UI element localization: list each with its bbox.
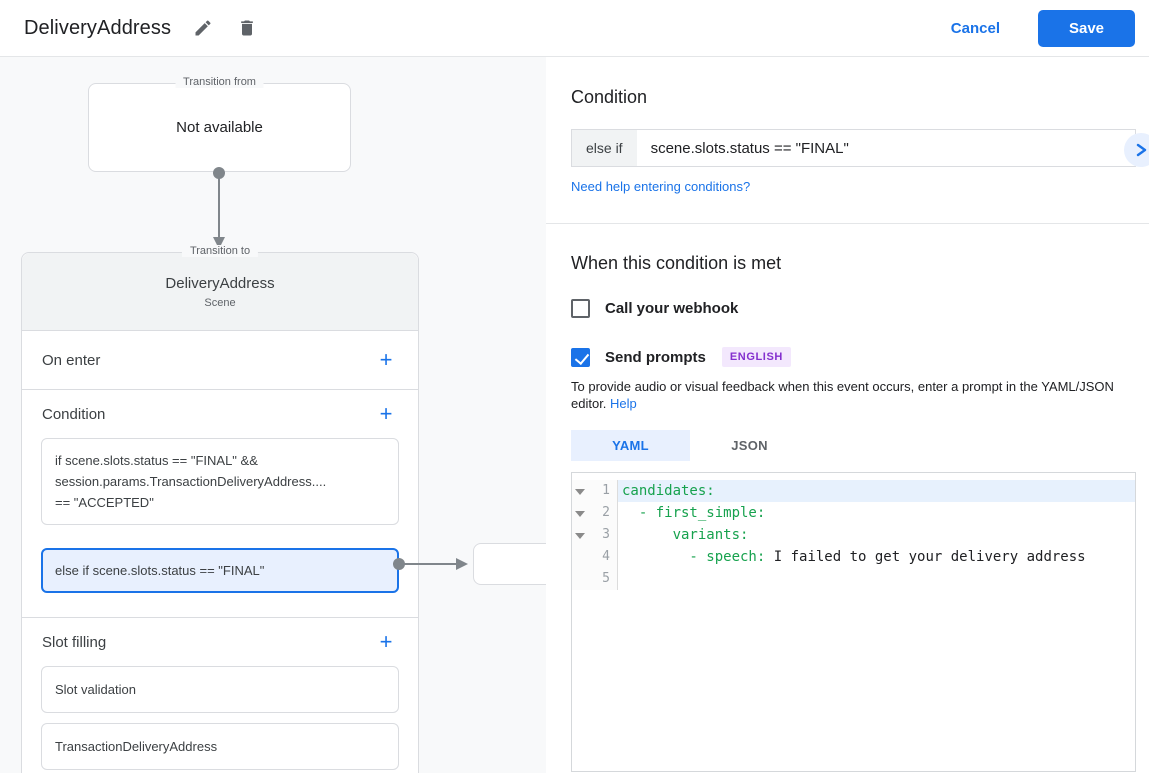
transition-from-value: Not available	[176, 119, 263, 136]
condition-item-2-selected[interactable]: else if scene.slots.status == "FINAL"	[41, 548, 399, 593]
tab-yaml[interactable]: YAML	[571, 430, 690, 461]
collapse-panel-button[interactable]	[1124, 133, 1149, 167]
panel-divider	[546, 223, 1149, 224]
page-title: DeliveryAddress	[24, 16, 172, 39]
down-arrow-connector	[213, 167, 225, 249]
scene-flow-canvas: Transition from Not available Transition…	[0, 57, 546, 773]
add-on-enter-icon[interactable]	[374, 348, 398, 372]
slot-filling-section: Slot filling Slot validation Transaction…	[22, 618, 418, 770]
tab-json[interactable]: JSON	[731, 438, 768, 453]
yaml-code-editor[interactable]: 1 candidates: 2 - first_simple: 3 varian…	[571, 472, 1136, 772]
on-enter-section: On enter	[22, 331, 418, 390]
transition-from-legend: Transition from	[175, 76, 264, 88]
editor-format-tabs: YAML JSON	[571, 430, 1136, 461]
top-bar: DeliveryAddress Cancel Save	[0, 0, 1149, 57]
prompt-description-text: To provide audio or visual feedback when…	[571, 379, 1114, 411]
code-token: variants:	[622, 527, 749, 543]
transition-to-legend: Transition to	[181, 245, 259, 257]
code-line[interactable]: 2 - first_simple:	[572, 502, 1135, 524]
delete-button[interactable]	[235, 16, 259, 40]
code-token: - speech:	[622, 549, 766, 565]
scene-card-header[interactable]: DeliveryAddress Scene	[22, 253, 418, 331]
transition-target-box[interactable]	[473, 543, 546, 585]
help-link[interactable]: Help	[610, 396, 637, 411]
condition-expression-input[interactable]	[636, 130, 1135, 166]
line-number: 3	[602, 527, 610, 542]
code-line[interactable]: 5	[572, 568, 1135, 590]
line-number: 5	[602, 571, 610, 586]
scene-subtitle: Scene	[204, 296, 236, 309]
else-if-prefix: else if	[572, 130, 637, 166]
transition-from-box[interactable]: Transition from Not available	[88, 76, 351, 172]
code-token: - first_simple:	[622, 505, 766, 521]
send-prompts-row: Send prompts ENGLISH	[571, 347, 1136, 367]
fold-arrow-icon[interactable]	[572, 510, 588, 517]
line-number: 1	[602, 483, 610, 498]
condition-detail-panel: Condition else if Need help entering con…	[546, 57, 1149, 773]
condition-section: Condition if scene.slots.status == "FINA…	[22, 390, 418, 618]
prompt-description: To provide audio or visual feedback when…	[571, 378, 1131, 412]
add-condition-icon[interactable]	[374, 402, 398, 426]
trash-icon	[237, 18, 257, 38]
add-slot-icon[interactable]	[374, 630, 398, 654]
code-line[interactable]: 3 variants:	[572, 524, 1135, 546]
line-number: 4	[602, 549, 610, 564]
chevron-right-icon	[1134, 143, 1148, 157]
cancel-button[interactable]: Cancel	[935, 12, 1016, 45]
slot-item-validation[interactable]: Slot validation	[41, 666, 399, 713]
right-arrow-connector	[393, 558, 468, 570]
code-line[interactable]: 1 candidates:	[572, 480, 1135, 502]
webhook-row: Call your webhook	[571, 299, 1136, 318]
code-token: candidates:	[622, 483, 715, 499]
edit-button[interactable]	[191, 16, 215, 40]
condition-line: session.params.TransactionDeliveryAddres…	[55, 474, 327, 489]
call-webhook-label: Call your webhook	[605, 300, 739, 317]
fold-arrow-placeholder	[572, 579, 588, 580]
condition-item-1[interactable]: if scene.slots.status == "FINAL" && sess…	[41, 438, 399, 525]
scene-card: Transition to DeliveryAddress Scene On e…	[21, 245, 419, 773]
line-number: 2	[602, 505, 610, 520]
call-webhook-checkbox[interactable]	[571, 299, 590, 318]
send-prompts-label: Send prompts	[605, 348, 706, 366]
condition-input-group: else if	[571, 129, 1136, 167]
condition-line: else if scene.slots.status == "FINAL"	[55, 563, 265, 578]
save-button[interactable]: Save	[1038, 9, 1135, 47]
code-token: I failed to get your delivery address	[765, 549, 1086, 565]
condition-help-link[interactable]: Need help entering conditions?	[571, 179, 751, 194]
slot-item-transaction-delivery-address[interactable]: TransactionDeliveryAddress	[41, 723, 399, 770]
on-enter-label: On enter	[42, 351, 101, 369]
condition-line: == "ACCEPTED"	[55, 495, 154, 510]
panel-title: Condition	[571, 87, 648, 107]
fold-arrow-icon[interactable]	[572, 532, 588, 539]
condition-label: Condition	[42, 405, 106, 423]
language-badge: ENGLISH	[721, 347, 791, 367]
send-prompts-checkbox[interactable]	[571, 347, 590, 367]
scene-name: DeliveryAddress	[165, 274, 275, 292]
when-condition-met-title: When this condition is met	[571, 253, 782, 273]
code-line[interactable]: 4 - speech: I failed to get your deliver…	[572, 546, 1135, 568]
condition-line: if scene.slots.status == "FINAL" &&	[55, 453, 258, 468]
slot-filling-label: Slot filling	[42, 633, 107, 651]
fold-arrow-placeholder	[572, 557, 588, 558]
fold-arrow-icon[interactable]	[572, 488, 588, 495]
pencil-icon	[193, 18, 213, 38]
